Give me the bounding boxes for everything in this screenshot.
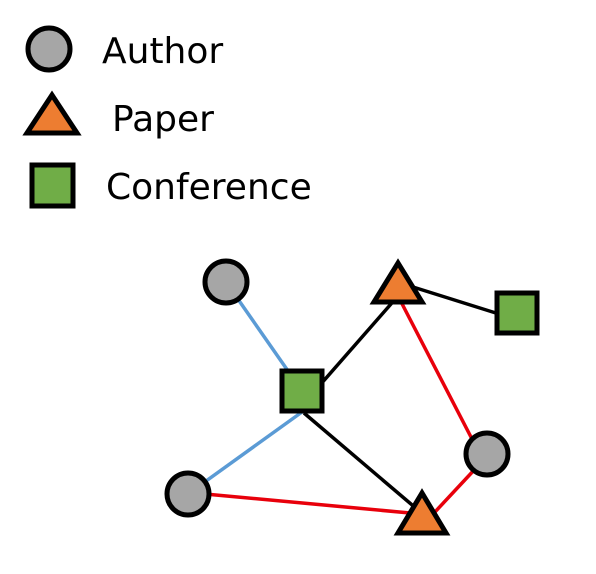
edge-conference-1-paper-2 [302, 411, 420, 512]
edge-paper-1-conference-2 [412, 285, 500, 316]
author-node-2 [164, 470, 212, 518]
legend-conference-label: Conference [106, 167, 312, 208]
legend-paper-label: Paper [112, 99, 214, 140]
conference-node-1 [279, 368, 325, 414]
author-node-1 [202, 258, 250, 306]
legend-author-label: Author [102, 31, 223, 72]
edge-paper-1-author-3 [396, 295, 474, 440]
edge-conference-1-paper-1 [318, 294, 400, 387]
nodes [164, 258, 540, 536]
edge-author-3-paper-2 [432, 466, 478, 515]
paper-node-2 [393, 488, 451, 536]
legend: Author Paper Conference [22, 25, 312, 209]
edges [186, 280, 500, 515]
author-node-3 [463, 430, 511, 478]
conference-node-2 [494, 290, 540, 336]
paper-node-1 [369, 258, 427, 305]
edge-author-2-paper-2 [204, 492, 411, 515]
legend-conference-icon [29, 162, 76, 209]
legend-paper-icon [22, 90, 82, 136]
legend-author-icon [25, 25, 73, 73]
